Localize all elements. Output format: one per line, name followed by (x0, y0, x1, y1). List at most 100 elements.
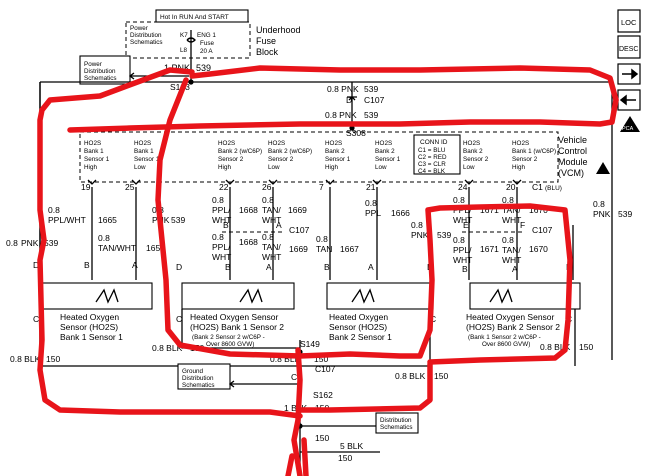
vcm-pin-terminal-7 (325, 179, 335, 185)
fuse-block-name-2: Fuse (256, 36, 276, 46)
sensor-2-heater-icon (239, 288, 263, 304)
s4-lower-tan-color: TAN/ (502, 245, 521, 255)
fuse-eng: ENG 1 (197, 32, 216, 39)
s3-pin-b: B (324, 262, 330, 272)
vcm-pin-number-26: 26 (262, 182, 272, 192)
sensor-2-name-1: Heated Oxygen Sensor (190, 312, 279, 322)
s2-lower-ppl-color2: WHT (212, 252, 231, 262)
sensor-3-body (326, 282, 434, 310)
vcm-pin-desc-19-2: Sensor 1 (84, 156, 110, 163)
vcm-pin-terminal-22 (225, 179, 235, 185)
s4-pin-e: E (463, 220, 469, 230)
vcm-pin-desc-25-2: Sensor 1 (134, 156, 160, 163)
s4-lower-ppl-color: PPL/ (453, 245, 472, 255)
vcm-pin-desc-25-1: Bank 1 (134, 148, 154, 155)
vcm-pin-number-24: 24 (458, 182, 468, 192)
back-arrow-icon (619, 94, 636, 106)
forward-arrow-icon (622, 68, 639, 80)
conn-id-c1: C1 = BLU (418, 147, 446, 154)
c107-wire-label: 0.8 PNK (327, 84, 359, 94)
vcm-pin-desc-22-0: HO2S (218, 140, 235, 147)
sensor-3-name-2: Sensor (HO2S) (329, 322, 387, 332)
s4-pin-b: B (462, 264, 468, 274)
vcm-pin-terminal-25 (131, 179, 141, 185)
s2-lower-tan-gauge: 0.8 (262, 232, 274, 242)
vcm-pin-terminal-24 (464, 179, 474, 185)
s4-c107-label: C107 (532, 225, 553, 235)
vcm-pin-desc-20-0: HO2S (512, 140, 529, 147)
s2-lower-tan-color2: WHT (262, 252, 281, 262)
pca-label: PCA (622, 126, 634, 132)
s308-label: S308 (346, 128, 366, 138)
loc-button-label: LOC (621, 18, 637, 27)
vcm-pin-desc-7-2: Sensor 1 (325, 156, 351, 163)
red-markup (37, 65, 619, 476)
fuse-symbol (186, 30, 196, 58)
s2-upper-tan-circuit: 1669 (288, 205, 307, 215)
vcm-pin-desc-19-3: High (84, 164, 97, 171)
vcm-pin-desc-26-3: Low (268, 164, 280, 171)
sensor-1-body (39, 282, 153, 310)
s2-lower-tan-circuit: 1669 (289, 244, 308, 254)
vcm-pin-desc-26-0: HO2S (268, 140, 285, 147)
ground-mid-wire: 0.8 BLK (152, 343, 183, 353)
back-arrow-button[interactable] (617, 89, 641, 111)
vcm-name-4: (VCM) (558, 168, 584, 178)
s4-lower-tan-circuit: 1670 (529, 244, 548, 254)
c107-connector (347, 96, 357, 101)
s2-upper-tan-color: TAN/ (262, 205, 281, 215)
ground-bottom-wire: 5 BLK (340, 441, 363, 451)
s1-feed-color: PNK (21, 238, 39, 248)
vcm-pin-desc-7-1: Bank 2 (325, 148, 345, 155)
ground-dist-box (177, 363, 231, 390)
desc-button[interactable]: DESC (617, 35, 641, 59)
s4-lower-ppl-gauge: 0.8 (453, 235, 465, 245)
s2-upper-ppl-gauge: 0.8 (212, 195, 224, 205)
s2-pin-upper-b: B (223, 220, 229, 230)
ground-center-wire: 0.8 BLK (270, 354, 301, 364)
s4-upper-tan-color: TAN/ (502, 205, 521, 215)
vcm-pin-desc-24-2: Sensor 2 (463, 156, 489, 163)
ground-right-a-circuit: 150 (434, 371, 448, 381)
s1-pin-b: B (84, 260, 90, 270)
vcm-pin-desc-25-3: Low (134, 164, 146, 171)
fuse-label: Fuse (200, 40, 214, 47)
fuse-l8: L8 (180, 47, 188, 54)
s4-lower-ppl-circuit: 1671 (480, 244, 499, 254)
ground-dist-line2: Distribution (182, 375, 214, 382)
s1-tan-gauge: 0.8 (98, 233, 110, 243)
dist-right-line1: Distribution (380, 417, 412, 424)
vcm-c1-color: (BLU) (545, 185, 562, 192)
s1-pin-d: D (33, 260, 39, 270)
s1-tan-color: TAN/WHT (98, 243, 136, 253)
vcm-pin-desc-20-3: High (512, 164, 525, 171)
ground-right-a-wire: 0.8 BLK (395, 371, 426, 381)
vcm-pin-number-19: 19 (81, 182, 91, 192)
loc-button[interactable]: LOC (617, 9, 641, 33)
s1-hi-gauge: 0.8 (48, 205, 60, 215)
vcm-pin-desc-19-1: Bank 1 (84, 148, 104, 155)
ground-left-wire: 0.8 BLK (10, 354, 41, 364)
sensor-3-name-3: Bank 2 Sensor 1 (329, 332, 392, 342)
s2-pin-b: B (225, 262, 231, 272)
vcm-pin-desc-20-1: Bank 1 (w/C6P) (512, 148, 556, 155)
s3-ppl-circuit: 1666 (391, 208, 410, 218)
vcm-pin-desc-24-3: Low (463, 164, 475, 171)
vcm-pin-desc-21-2: Sensor 1 (375, 156, 401, 163)
fuse-pds-line2: Distribution (130, 32, 162, 39)
pca-triangle: PCA (620, 116, 640, 132)
s3-tan-circuit: 1667 (340, 244, 359, 254)
vcm-pin-desc-20-2: Sensor 2 (512, 156, 538, 163)
vcm-pin-desc-19-0: HO2S (84, 140, 101, 147)
s2-upper-tan-color2: WHT (262, 215, 281, 225)
s308-wire-circuit: 539 (364, 110, 378, 120)
sensor-4-heater-icon (489, 288, 513, 304)
sensor-1-name-2: Sensor (HO2S) (60, 322, 118, 332)
ground-right-b-circuit: 150 (579, 342, 593, 352)
ground-branch-right (300, 425, 380, 453)
conn-id-c4: C4 = BLK (418, 168, 446, 175)
forward-arrow-button[interactable] (617, 63, 641, 85)
s4-pnk-circuit: 539 (618, 209, 632, 219)
s2-upper-ppl-color: PPL/ (212, 205, 231, 215)
s2-pin-d: D (176, 262, 182, 272)
